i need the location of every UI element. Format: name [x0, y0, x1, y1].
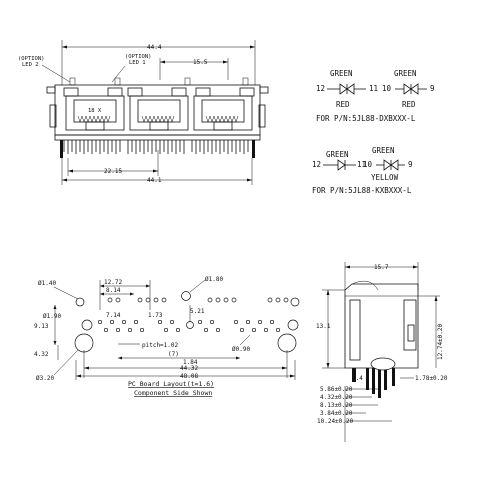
dx-right-pin-b: 9	[430, 84, 435, 93]
pcb-led-pads	[107, 297, 289, 303]
front-bottom-left-dim: 22.15	[104, 168, 122, 175]
kx-left-pin-b: 11	[357, 160, 366, 169]
side-pins	[352, 357, 396, 398]
rj45-port-1: 18 X	[65, 95, 125, 131]
kx-left-color: GREEN	[326, 150, 349, 159]
rj45-port-3	[193, 95, 253, 131]
pcb-d-hole-small: Ø1.40	[38, 280, 56, 287]
led-schematic-kxbxxx: GREEN 12 11 GREEN 10 9 YELLOW FOR P/N:5J…	[312, 146, 413, 195]
front-view: 44.4 15.5 (OPTION)LED 2 (OPTION)LED 1	[18, 40, 269, 185]
rj45-port-2	[129, 95, 189, 131]
pcb-dim-814: 8.14	[106, 287, 121, 294]
side-stacked-dims: 5.86±0.20 4.32±0.20 8.13±0.20 3.84±0.20 …	[317, 386, 392, 442]
front-overall-width-dim: 44.4	[147, 44, 162, 51]
dx-left-color-top: GREEN	[330, 69, 353, 78]
pcb-dim-714: 7.14	[106, 312, 121, 319]
side-stack-3: 8.13±0.20	[320, 402, 353, 409]
pcb-dim-1272: 12.72	[104, 279, 122, 286]
side-stack-5: 10.24±0.20	[317, 418, 354, 425]
dx-left-color-bottom: RED	[336, 100, 350, 109]
side-stack-1: 5.86±0.20	[320, 386, 353, 393]
led2-option-label: (OPTION)LED 2	[18, 56, 45, 68]
led-schematic-dxbxxx: GREEN 12 11 RED GREEN 10 9 RED FOR P/N:5…	[316, 69, 435, 123]
pcb-signal-pads	[97, 319, 281, 333]
side-stack-2: 4.32±0.20	[320, 394, 353, 401]
pcb-dim-7: (7)	[168, 351, 179, 358]
svg-text:18 X: 18 X	[88, 108, 102, 114]
pcb-d-hole-mid: Ø1.90	[43, 313, 61, 320]
front-bottom-total-dim: 44.1	[147, 177, 162, 184]
side-dim-54: 5.4	[352, 375, 363, 382]
pcb-dim-4808: 48.08	[180, 373, 198, 380]
kx-right-pin-b: 9	[408, 160, 413, 169]
pcb-dim-4432: 44.32	[180, 365, 198, 372]
side-height-right-dim: 12.74±0.20	[437, 323, 444, 360]
pcb-layout: Ø1.40 Ø1.90 Ø3.20 Ø1.80 Ø0.90 12.72 8.14…	[34, 276, 300, 397]
pcb-d-ledpin: Ø1.80	[205, 276, 223, 283]
side-height-dim: 13.1	[316, 323, 331, 330]
side-view: 15.7 13.1 12.74±0.20 5.4	[316, 262, 448, 442]
dx-right-color-bottom: RED	[402, 100, 416, 109]
pcb-caption-sub: Component Side Shown	[134, 389, 212, 397]
led1-option-label: (OPTION)LED 1	[125, 54, 152, 66]
kx-right-pin-a: 10	[363, 160, 373, 169]
pcb-mounting-holes	[74, 291, 300, 353]
kx-left-pin-a: 12	[312, 160, 321, 169]
pcb-d-hole-big: Ø3.20	[36, 375, 54, 382]
pcb-dim-173: 1.73	[148, 312, 163, 319]
dx-left-pin-b: 11	[369, 84, 378, 93]
front-led-windows	[63, 77, 255, 97]
pcb-dim-184: 1.84	[183, 359, 198, 366]
kx-right-color-bottom: YELLOW	[371, 173, 399, 182]
dx-left-pin-a: 12	[316, 84, 325, 93]
side-stack-4: 3.84±0.20	[320, 410, 353, 417]
front-pin-row	[60, 140, 255, 158]
side-width-dim: 15.7	[374, 264, 389, 271]
pcb-dim-432: 4.32	[34, 351, 49, 358]
pcb-pitch-label: pitch=1.02	[142, 342, 179, 349]
kx-right-color-top: GREEN	[372, 146, 395, 155]
pcb-dim-521: 5.21	[190, 308, 205, 315]
front-port-pitch-dim: 15.5	[193, 59, 208, 66]
pcb-d-pin: Ø0.90	[232, 346, 250, 353]
pcb-dim-913: 9.13	[34, 323, 49, 330]
dx-right-pin-a: 10	[382, 84, 392, 93]
side-dim-178: 1.78±0.20	[415, 375, 448, 382]
kx-part-label: FOR P/N:5JL88-KXBXXX-L	[312, 186, 412, 195]
dx-right-color-top: GREEN	[394, 69, 417, 78]
dx-part-label: FOR P/N:5JL88-DXBXXX-L	[316, 114, 416, 123]
pcb-caption-title: PC Board Layout(t=1.6)	[128, 380, 214, 388]
